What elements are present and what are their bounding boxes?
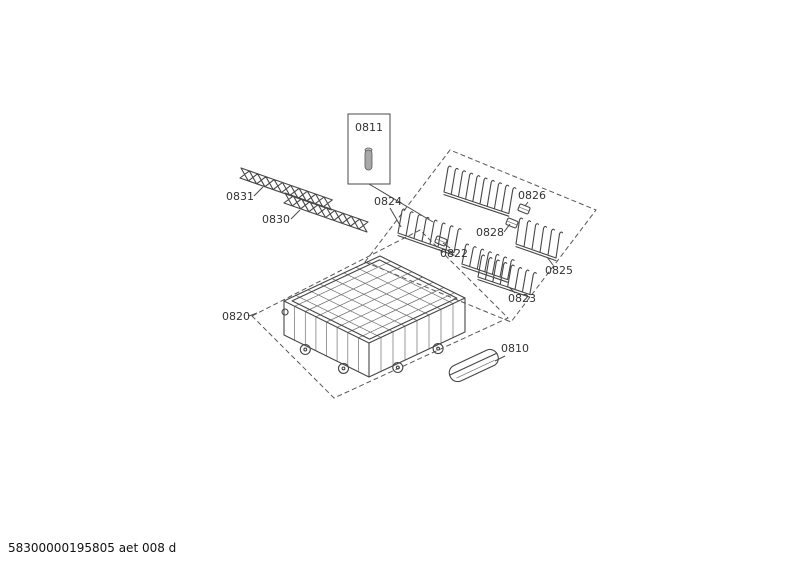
dashed-outline-tine-group: [364, 149, 597, 323]
basket-wheel: [432, 343, 444, 355]
leader-0810: [494, 355, 506, 362]
part-0826-clip: [517, 203, 531, 215]
basket-wheel: [337, 362, 350, 374]
leader-0828: [503, 223, 511, 233]
dashed-outline-basket: [251, 229, 509, 399]
leader-0825: [546, 256, 554, 266]
leader-0822: [442, 242, 451, 249]
basket-wheel-hub: [395, 365, 400, 370]
part-tine-comb-middle: [461, 243, 515, 283]
document-code: 58300000195805 aet 008 d: [8, 541, 177, 555]
basket-wheel: [392, 361, 404, 374]
label-0824: 0824: [374, 195, 402, 208]
part-0822-clip: [434, 235, 448, 247]
leader-0826: [524, 201, 529, 207]
leader-0811: [368, 183, 434, 223]
part-0825-tine-comb: [515, 217, 564, 262]
label-0830: 0830: [262, 213, 290, 226]
label-0823: 0823: [508, 292, 536, 305]
leader-0823: [508, 286, 516, 294]
label-0822: 0822: [440, 247, 468, 260]
part-0820-basket: [281, 255, 466, 378]
part-tine-comb-top: [443, 165, 517, 217]
part-0828-clip: [505, 217, 519, 229]
basket-wire-mesh: [294, 260, 455, 372]
pin-part-body: [364, 149, 373, 171]
label-0828: 0828: [476, 226, 504, 239]
part-0823-tine-comb: [477, 254, 537, 298]
basket-wheel-hub: [303, 347, 308, 352]
part-0830-tine-row: [283, 192, 369, 233]
callout-box-0811: 0811: [347, 113, 391, 185]
basket-wheel: [299, 343, 311, 356]
leader-0820: [248, 312, 258, 317]
leader-0830: [290, 209, 301, 220]
label-0831: 0831: [226, 190, 254, 203]
part-0824-tine-comb: [397, 208, 462, 256]
part-0810-handle: [448, 348, 499, 383]
label-0825: 0825: [545, 264, 573, 277]
label-0810: 0810: [501, 342, 529, 355]
label-0820: 0820: [222, 310, 250, 323]
basket-wheel-hub: [436, 346, 441, 351]
leader-0824: [389, 207, 402, 228]
label-0811: 0811: [355, 121, 383, 134]
leader-0831: [253, 186, 264, 197]
label-0826: 0826: [518, 189, 546, 202]
basket-wheel-hub: [341, 366, 346, 371]
